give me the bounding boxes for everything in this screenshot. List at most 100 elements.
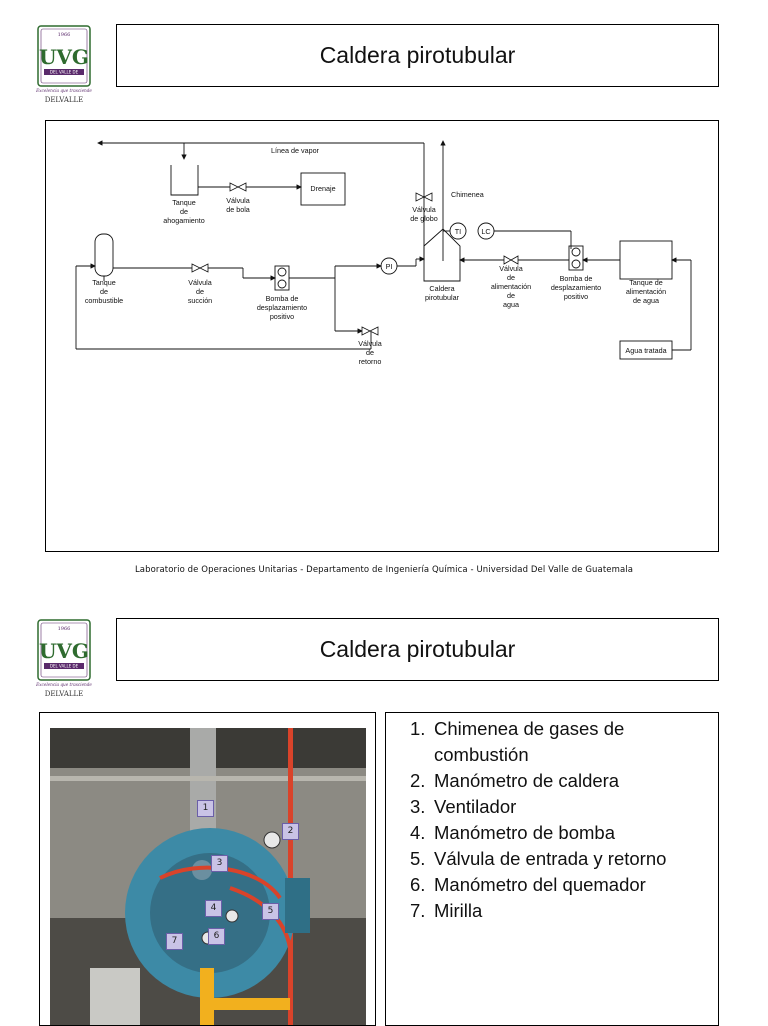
feed-water-tank [619,240,673,280]
list-text: Mirilla [434,900,483,921]
fuel-pump-label: positivo [270,312,294,321]
list-number: 3. [410,796,426,817]
logo-ribbon: DEL VALLE DE [50,70,79,75]
list-text: Manómetro de bomba [434,822,615,843]
logo-tagline: Excelencia que trasciende [35,682,92,687]
boiler-label: Caldera [429,284,454,293]
drowning-tank-label: de [180,207,188,216]
return-valve-label: de [366,348,374,357]
list-text: Válvula de entrada y retorno [434,848,667,869]
slide-2: 1966 UVG DEL VALLE DE Excelencia que tra… [0,590,768,1026]
globe-valve-label: Válvula [412,205,436,214]
list-item: 2. Manómetro de caldera [410,768,710,794]
process-diagram-frame: Línea de vapor Chimenea Drenaje Tanque d… [45,120,719,552]
uvg-logo: 1966 UVG DEL VALLE DE Excelencia que tra… [34,24,94,108]
list-item: 5. Válvula de entrada y retorno [410,846,710,872]
list-number: 5. [410,848,426,869]
treated-water-label: Agua tratada [625,346,666,355]
drain-label: Drenaje [310,184,335,193]
list-text: Manómetro de caldera [434,770,620,791]
photo-frame: 1 2 3 4 5 6 7 [39,712,376,1026]
feed-valve-label: de [507,273,515,282]
logo-tagline: Excelencia que trasciende [35,88,92,93]
feed-tank-label: Tanque de [629,278,663,287]
feed-tank-label: alimentación [626,287,666,296]
water-pump-label: Bomba de [560,274,593,283]
globe-valve-icon [415,192,433,202]
list-number: 2. [410,770,426,791]
suction-valve-label: succión [188,296,212,305]
slide-1-title: Caldera pirotubular [116,24,719,87]
list-number: 4. [410,822,426,843]
list-number: 7. [410,900,426,921]
suction-valve-label: Válvula [188,278,212,287]
globe-valve-label: de globo [410,214,438,223]
list-item: 7. Mirilla [410,898,710,924]
process-flow-diagram: Línea de vapor Chimenea Drenaje Tanque d… [75,140,692,366]
feed-valve-label: Válvula [499,264,523,273]
list-item: 4. Manómetro de bomba [410,820,710,846]
lc-label: LC [481,227,490,236]
list-text: Manómetro del quemador [434,874,646,895]
slide-1: 1966 UVG DEL VALLE DE Excelencia que tra… [34,24,719,575]
uvg-shield-icon: 1966 UVG DEL VALLE DE Excelencia que tra… [35,619,92,698]
drowning-tank-label: Tanque [172,198,196,207]
water-pump-label: positivo [564,292,588,301]
drowning-tank [170,165,199,196]
photo-marker-4: 4 [205,900,222,917]
list-item: 1. Chimenea de gases de combustión [410,716,710,768]
return-valve-icon [361,326,379,336]
photo-marker-7: 7 [166,933,183,950]
fuel-pump [274,265,290,291]
photo-marker-2: 2 [282,823,299,840]
logo-brand: DELVALLE [45,690,84,698]
uvg-logo: 1966 UVG DEL VALLE DE Excelencia que tra… [34,618,94,702]
footer-text: Laboratorio de Operaciones Unitarias - D… [134,565,634,575]
fuel-tank-label: de [100,287,108,296]
logo-year: 1966 [58,32,71,38]
list-number: 1. [410,718,426,739]
boiler-label: pirotubular [425,293,460,302]
feed-tank-label: de agua [633,296,659,305]
fuel-pump-label: desplazamiento [257,303,307,312]
water-pump [568,245,584,271]
uvg-shield-icon: 1966 UVG DEL VALLE DE Excelencia que tra… [35,25,92,104]
list-text: Ventilador [434,796,517,817]
boiler-shape [423,228,461,282]
boiler-photo [50,728,366,1025]
water-pump-label: desplazamiento [551,283,601,292]
list-text: Chimenea de gases de combustión [434,718,625,765]
drain-box [300,172,346,206]
components-list: 1. Chimenea de gases de combustión 2. Manó… [410,716,710,924]
slide-2-title: Caldera pirotubular [116,618,719,681]
feed-valve-label: alimentación [491,282,531,291]
drowning-tank-label: ahogamiento [163,216,205,225]
fuel-tank [94,233,114,277]
logo-brand: DELVALLE [45,96,84,104]
logo-letters: UVG [39,45,89,69]
fuel-pump-label: Bomba de [266,294,299,303]
photo-marker-6: 6 [208,928,225,945]
logo-year: 1966 [58,626,71,632]
suction-valve-label: de [196,287,204,296]
list-item: 3. Ventilador [410,794,710,820]
components-list-frame: 1. Chimenea de gases de combustión 2. Manó… [385,712,719,1026]
list-number: 6. [410,874,426,895]
feed-valve-label: de [507,291,515,300]
feed-valve-icon [503,255,519,265]
pi-label: PI [386,262,393,271]
ball-valve-label: Válvula [226,196,250,205]
photo-marker-3: 3 [211,855,228,872]
ball-valve-label: de bola [226,205,250,214]
list-item: 6. Manómetro del quemador [410,872,710,898]
feed-valve-label: agua [503,300,519,309]
return-valve-label: retorno [359,357,382,366]
logo-letters: UVG [39,639,89,663]
chimney-label: Chimenea [451,190,484,199]
ball-valve-icon [229,182,247,192]
suction-valve-icon [191,263,209,273]
photo-marker-1: 1 [197,800,214,817]
logo-ribbon: DEL VALLE DE [50,664,79,669]
return-valve-label: Válvula [358,339,382,348]
ti-label: TI [455,227,461,236]
